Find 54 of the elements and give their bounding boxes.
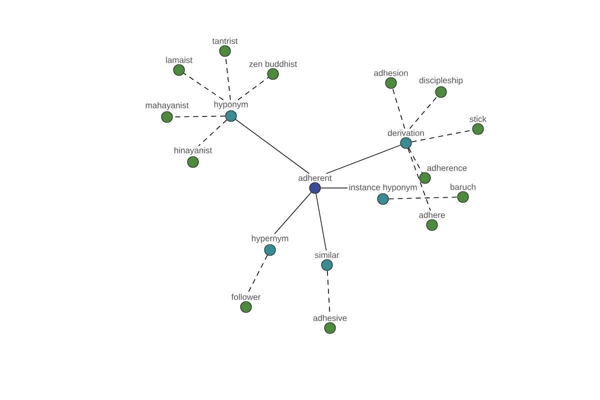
graph-node: hyponym xyxy=(214,101,248,122)
connector-line xyxy=(392,88,406,129)
graph-node: derivation xyxy=(388,130,424,149)
graph-node: adhesive xyxy=(313,314,347,334)
graph-node: mahayanist xyxy=(146,102,189,123)
graph-node: adhesion xyxy=(374,70,408,89)
node-label: adhesive xyxy=(313,314,347,321)
graph-node: hypernym xyxy=(252,235,288,256)
node-label: derivation xyxy=(388,130,424,136)
node-label: instance hyponym xyxy=(349,184,417,192)
connector-line xyxy=(409,96,438,129)
graph-node: similar xyxy=(314,252,340,271)
node-label: hypernym xyxy=(252,235,288,244)
node-label: adhere xyxy=(419,212,445,218)
connector-line xyxy=(183,72,224,100)
graph-node: discipleship xyxy=(419,77,463,98)
graph-node: lamaist xyxy=(166,56,192,76)
connector-line xyxy=(408,148,423,174)
node-label: adhesion xyxy=(374,70,408,76)
connector-line xyxy=(274,192,312,234)
node-label: adherence xyxy=(427,164,467,171)
connector-line xyxy=(408,148,431,211)
node-label: discipleship xyxy=(419,77,463,86)
connector-line xyxy=(225,56,231,100)
graph-node: adherence xyxy=(419,164,467,184)
graph-node: hinayanist xyxy=(174,147,212,168)
connector-line xyxy=(316,193,327,251)
connector-line xyxy=(198,120,228,146)
node-label: mahayanist xyxy=(146,102,189,110)
connector-line xyxy=(326,144,401,174)
connector-line xyxy=(388,196,458,200)
node-label: lamaist xyxy=(166,56,192,63)
node-label: stick xyxy=(470,116,487,122)
node-label: tantrist xyxy=(212,38,238,44)
connector-line xyxy=(172,116,226,118)
node-label: baruch xyxy=(450,184,476,190)
connector-line xyxy=(248,254,268,293)
graph-node: tantrist xyxy=(212,38,238,57)
graph-node: stick xyxy=(470,116,487,135)
node-label: hinayanist xyxy=(174,147,212,156)
node-label: follower xyxy=(231,294,260,300)
graph-node: adherent xyxy=(298,174,332,194)
connector-line xyxy=(238,77,269,100)
graph-node: follower xyxy=(231,294,260,313)
connector-line xyxy=(326,270,330,314)
connector-line xyxy=(235,119,310,174)
graph-node: adhere xyxy=(419,212,445,231)
graph-node: baruch xyxy=(450,184,476,203)
node-label: adherent xyxy=(298,174,332,181)
graph-node: instance hyponym xyxy=(349,184,417,205)
graph-node: zen buddhist xyxy=(249,60,298,80)
node-label: zen buddhist xyxy=(249,60,298,67)
node-label: hyponym xyxy=(214,101,248,110)
node-label: similar xyxy=(314,252,340,258)
